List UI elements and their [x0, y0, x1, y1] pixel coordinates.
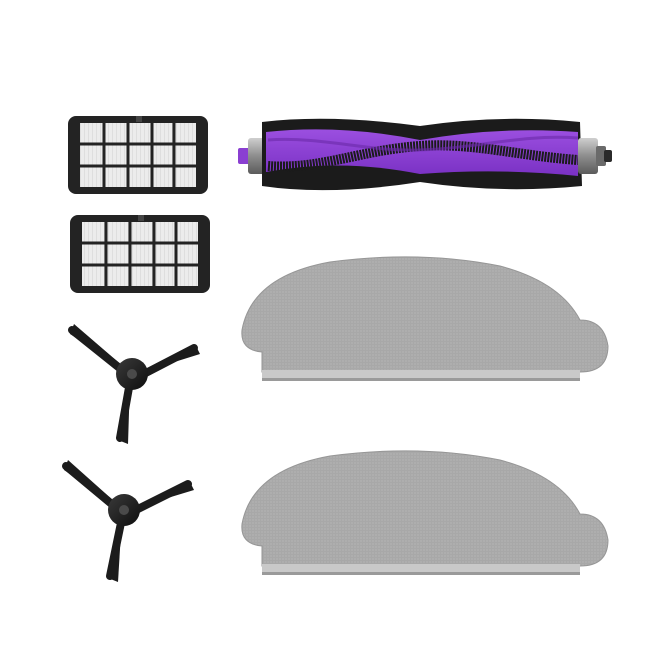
main-roller-brush — [238, 118, 612, 191]
hepa-filter-2 — [70, 215, 210, 293]
mop-pad-1 — [241, 256, 609, 381]
side-brush-2 — [62, 460, 194, 582]
hepa-filter-1 — [68, 116, 208, 194]
mop-pad-2 — [241, 450, 609, 575]
side-brush-1 — [68, 324, 200, 444]
